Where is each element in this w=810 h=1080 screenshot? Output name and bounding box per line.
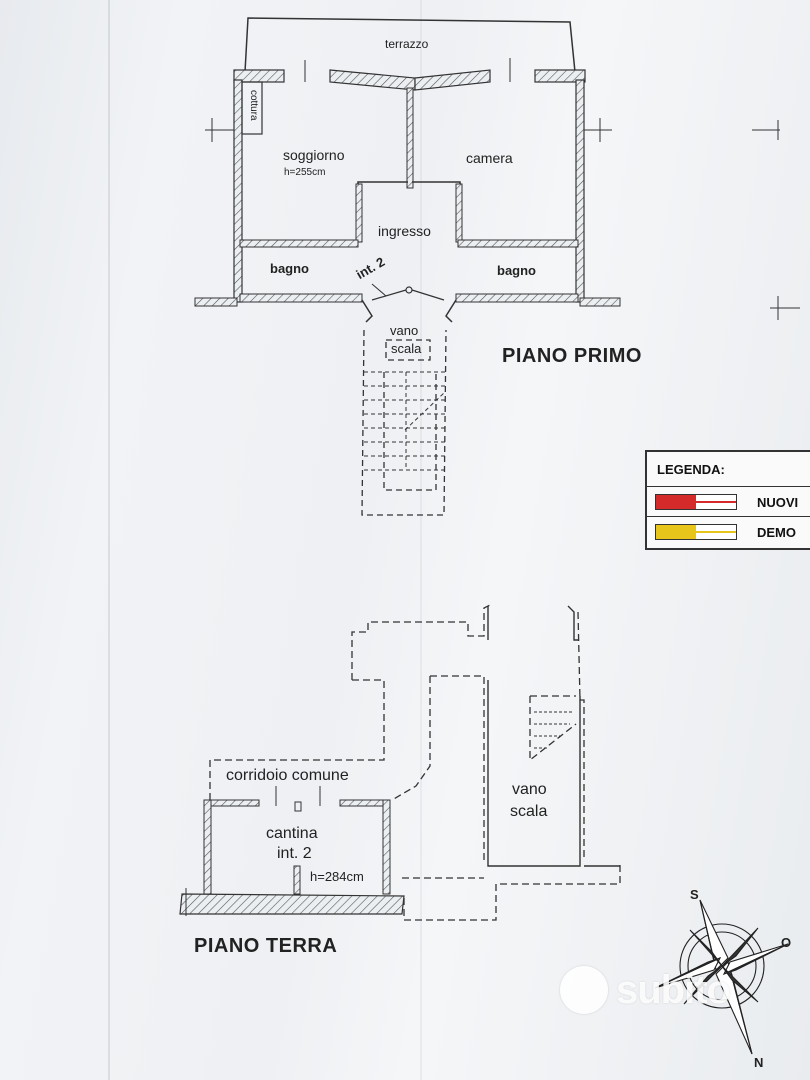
room-height-soggiorno: h=255cm bbox=[284, 167, 326, 178]
floor-title-piano-primo: PIANO PRIMO bbox=[502, 345, 642, 367]
room-label-scala: scala bbox=[391, 341, 422, 356]
legend-swatch-red bbox=[655, 494, 737, 510]
room-label-bagno-right: bagno bbox=[497, 263, 536, 278]
piano-primo-plan bbox=[194, 17, 800, 516]
compass-letter-n: N bbox=[754, 1055, 764, 1070]
paper-fold-line bbox=[420, 0, 422, 1080]
room-label-ingresso: ingresso bbox=[378, 223, 431, 239]
room-label-vano: vano bbox=[390, 323, 419, 338]
legend-label-demo: DEMO bbox=[757, 525, 796, 540]
paper-fold-line bbox=[108, 0, 110, 1080]
room-label-soggiorno: soggiorno bbox=[283, 147, 345, 163]
subito-logo-icon bbox=[560, 966, 608, 1014]
legend-row-demo: DEMO bbox=[647, 516, 810, 547]
room-label-terrazzo: terrazzo bbox=[385, 37, 429, 51]
room-label-vano-terra: vano bbox=[512, 781, 547, 798]
room-label-cottura: cottura bbox=[248, 90, 259, 121]
floor-title-piano-terra: PIANO TERRA bbox=[194, 935, 338, 957]
legend-label-nuovi: NUOVI bbox=[757, 495, 799, 510]
room-label-corridoio: corridoio comune bbox=[226, 767, 349, 784]
room-label-camera: camera bbox=[466, 150, 513, 166]
piano-terra-plan bbox=[179, 604, 621, 921]
unit-label-cantina-int: int. 2 bbox=[277, 845, 312, 862]
subito-watermark: subito bbox=[560, 966, 790, 1026]
room-label-bagno-left: bagno bbox=[270, 261, 309, 276]
compass-letter-s: S bbox=[690, 887, 699, 902]
legend-title: LEGENDA: bbox=[657, 462, 725, 477]
room-height-cantina: h=284cm bbox=[310, 869, 364, 884]
compass-rose bbox=[654, 899, 789, 1055]
room-label-scala-terra: scala bbox=[510, 803, 548, 820]
compass-letter-o: O bbox=[781, 935, 792, 950]
legend-swatch-yellow bbox=[655, 524, 737, 540]
legend: LEGENDA: NUOVI DEMO bbox=[645, 450, 810, 550]
room-label-cantina: cantina bbox=[266, 825, 318, 842]
watermark-text: subito bbox=[616, 968, 731, 1012]
legend-row-nuovi: NUOVI bbox=[647, 486, 810, 517]
